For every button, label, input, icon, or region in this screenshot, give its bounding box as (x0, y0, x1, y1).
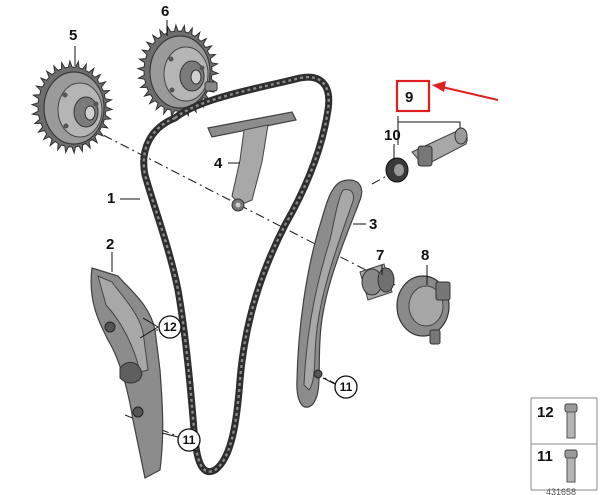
callout-11-a: 11 (177, 428, 201, 452)
callout-11-b: 11 (334, 375, 358, 399)
sealing-ring-10 (385, 157, 409, 183)
bolt-11-icon (564, 449, 578, 483)
tensioner-rail-3 (296, 179, 363, 408)
actuator-8 (396, 275, 451, 345)
highlight-part-9: 9 (395, 79, 499, 113)
diagram-code: 431658 (546, 487, 576, 495)
leader-lines (74, 20, 461, 438)
label-part-11a: 11 (183, 433, 196, 447)
fastener-legend: 12 11 (530, 397, 598, 491)
label-part-4: 4 (214, 155, 223, 172)
label-part-1: 1 (107, 190, 115, 207)
callout-12: 12 (158, 315, 182, 339)
label-part-10: 10 (384, 127, 401, 144)
highlight-arrow-icon (432, 81, 446, 92)
chain-guide-4 (207, 111, 297, 212)
label-part-9: 9 (405, 89, 413, 106)
label-part-3: 3 (369, 216, 377, 233)
legend-label-12: 12 (537, 404, 554, 421)
legend-label-11: 11 (537, 448, 553, 465)
sprocket-6 (136, 23, 220, 119)
label-part-6: 6 (161, 3, 169, 20)
timing-chain (140, 73, 333, 476)
central-valve-7 (359, 263, 395, 301)
label-part-12: 12 (163, 320, 177, 334)
label-part-2: 2 (106, 236, 114, 253)
sprocket-5 (30, 59, 114, 155)
label-part-11b: 11 (340, 380, 353, 394)
chain-tensioner-9 (411, 127, 468, 167)
label-part-5: 5 (69, 27, 77, 44)
label-part-8: 8 (421, 247, 429, 264)
guide-rail-2 (90, 267, 164, 479)
label-part-7: 7 (376, 247, 384, 264)
bolt-12-icon (564, 403, 578, 439)
